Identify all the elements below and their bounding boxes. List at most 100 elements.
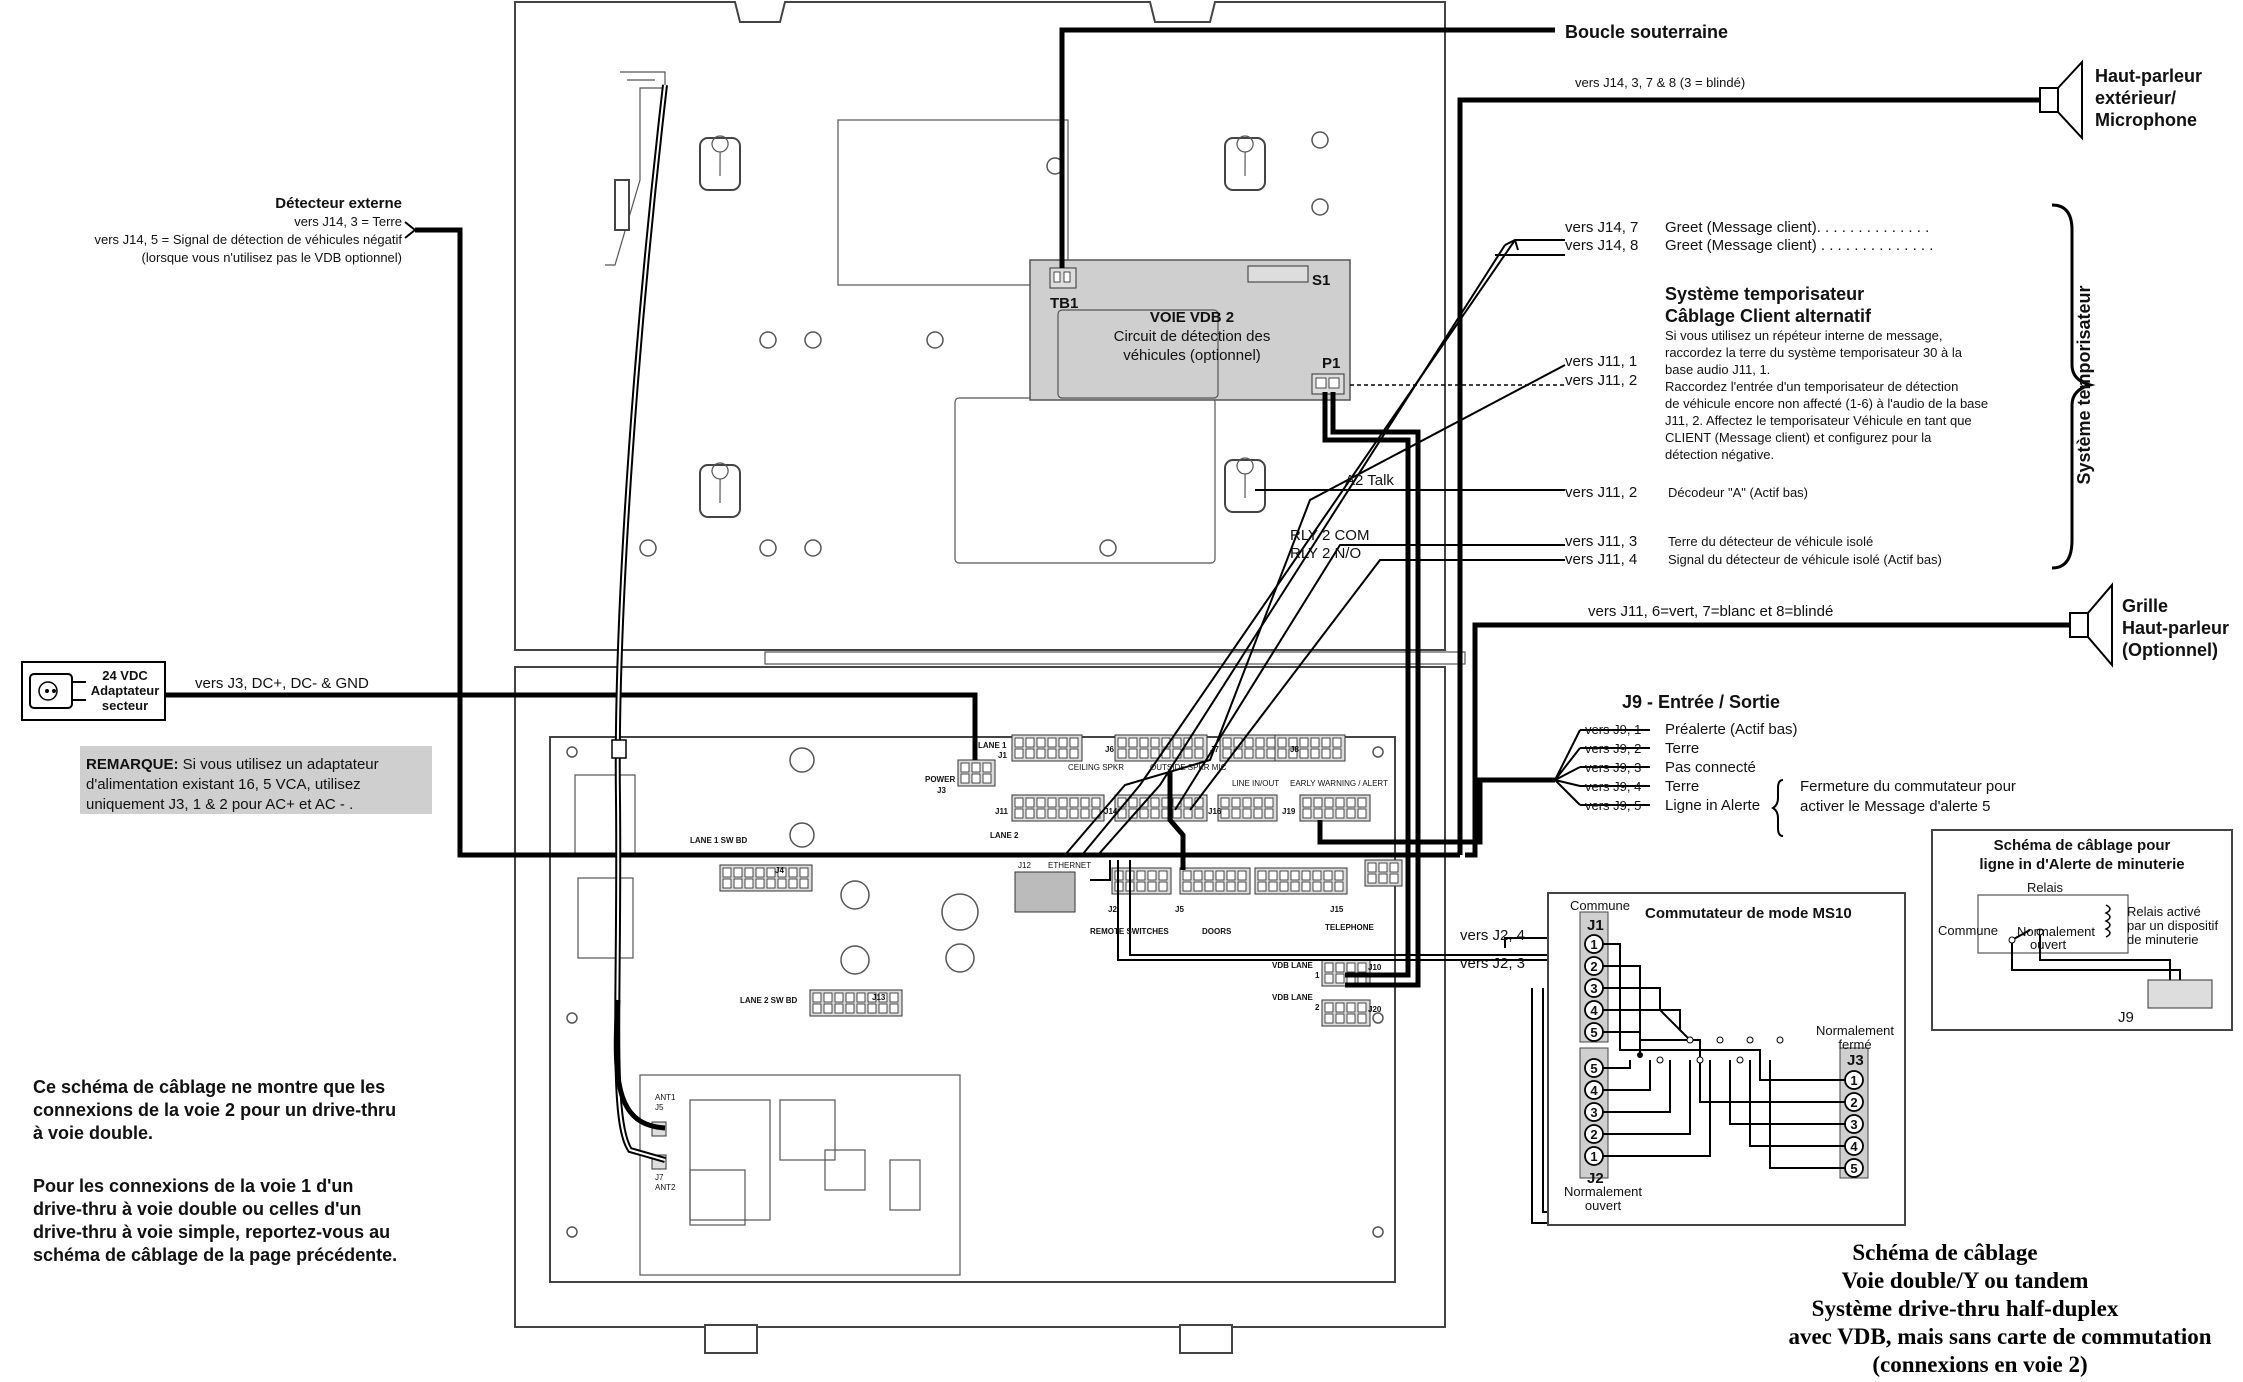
connector-pin [1335,797,1345,808]
vers-j9-5: vers J9, 5 [1585,798,1641,813]
connector-pin [1128,808,1138,819]
tmp-p8: détection négative. [1665,447,1774,462]
pb-j13: J13 [872,993,886,1002]
norm-ouvert-r2: ouvert [2030,937,2067,952]
connector-pin [1266,748,1276,759]
pb-j19: J19 [1282,807,1296,816]
connector-pin [1069,797,1079,808]
j1-pin-4: 4 [1590,1003,1598,1018]
connector-pin [799,867,809,878]
pb-j5: J5 [1175,905,1184,914]
pb-j7: J7 [1210,745,1219,754]
connector-pin [1014,808,1024,819]
connector-pin [1150,737,1160,748]
rem-2: d'alimentation existant 16, 5 VCA, utili… [86,776,361,793]
connector-pin [788,867,798,878]
connector-pin [1313,808,1323,819]
pb-j12: J12 [1018,861,1031,870]
connector-pin [889,1003,899,1014]
pb-j4: J4 [775,866,784,875]
j2-pin-3: 3 [1590,1105,1597,1120]
pb-ethernet: ETHERNET [1048,861,1091,870]
connector-pin [1080,797,1090,808]
connector-pin [1237,870,1247,881]
pb-j14: J14 [1104,807,1118,816]
connector-pin [823,992,833,1003]
connector-pin [1257,870,1267,881]
connector-pin [1058,748,1068,759]
j2-pin-2: 2 [1590,1127,1597,1142]
relais-act-1: Relais activé [2127,904,2201,919]
connector-pin [1220,808,1230,819]
grille-2: Haut-parleur [2122,618,2229,638]
rem-3: uniquement J3, 1 & 2 pour AC+ et AC - . [86,796,353,813]
connector-pin [1080,808,1090,819]
connector-pin [1357,1013,1367,1024]
connector-pin [1150,797,1160,808]
pb-early: EARLY WARNING / ALERT [1290,779,1388,788]
connector-pin [867,1003,877,1014]
connector-pin [1237,881,1247,892]
connector-pin [1277,737,1287,748]
connector-pin [1244,737,1254,748]
connector-pin [1335,1013,1345,1024]
connector-pin [1301,881,1311,892]
connector-pin [1182,870,1192,881]
hp-ext-1: Haut-parleur [2095,66,2202,86]
connector-pin [1378,862,1388,873]
connector-pin [755,878,765,889]
pb-j5b: J5 [655,1103,664,1112]
connector-pin [971,773,981,784]
vers-j11-1: vers J11, 1 [1565,353,1637,370]
connector-pin [1357,1002,1367,1013]
vdb-board [1029,259,1351,401]
connector-pin [878,1003,888,1014]
connector-pin [1215,881,1225,892]
det-l2: vers J14, 5 = Signal de détection de véh… [94,232,402,247]
connector-pin [1147,870,1157,881]
vers-j14-7: vers J14, 7 [1565,219,1638,236]
connector-pin [878,992,888,1003]
ms10-pins: 1 2 3 4 5 5 4 3 2 1 1 2 3 4 5 [1584,934,1864,1178]
j3-label: J3 [1847,1052,1864,1069]
vers-j2-3: vers J2, 3 [1460,955,1525,972]
ms10-title: Commutateur de mode MS10 [1645,905,1852,922]
connector-pin [1335,1002,1345,1013]
ms10-wiring [1603,943,1845,1169]
connector-pin [1334,870,1344,881]
connector-pin [788,878,798,889]
boucle-label: Boucle souterraine [1565,22,1728,42]
connector-pin [1302,808,1312,819]
note-3: à voie double. [33,1123,153,1143]
signal-det: Signal du détecteur de véhicule isolé (A… [1668,552,1942,567]
connector-pin [856,992,866,1003]
connector-pin [1253,808,1263,819]
norm-ferme-1: Normalement [1816,1023,1894,1038]
connector-pin [1183,808,1193,819]
connector-pin [1290,870,1300,881]
connector-pin [812,992,822,1003]
connector-pin [1268,881,1278,892]
connector-pin [1335,962,1345,973]
pb-j16: J16 [1208,807,1222,816]
connector-pin [1332,748,1342,759]
det-l1: vers J14, 3 = Terre [294,214,402,229]
j3-pin-1: 1 [1850,1073,1857,1088]
connector-pin [1279,870,1289,881]
connector-pin [1346,962,1356,973]
pb-j8: J8 [1290,745,1299,754]
norm-ouvert-r1: Normalement [2017,924,2095,939]
connector-pin [1136,870,1146,881]
connector-pin [1204,881,1214,892]
connector-pin [960,773,970,784]
norm-ferme-2: fermé [1838,1037,1871,1052]
connector-pin [722,878,732,889]
connector-pin [1117,748,1127,759]
tmp-p6: J11, 2. Affectez le temporisateur Véhicu… [1665,413,1972,428]
connector-pin [722,867,732,878]
connector-pin [1242,797,1252,808]
connector-pin [1231,797,1241,808]
connector-pin [1324,808,1334,819]
connector-pin [1312,870,1322,881]
connector-pin [1014,737,1024,748]
